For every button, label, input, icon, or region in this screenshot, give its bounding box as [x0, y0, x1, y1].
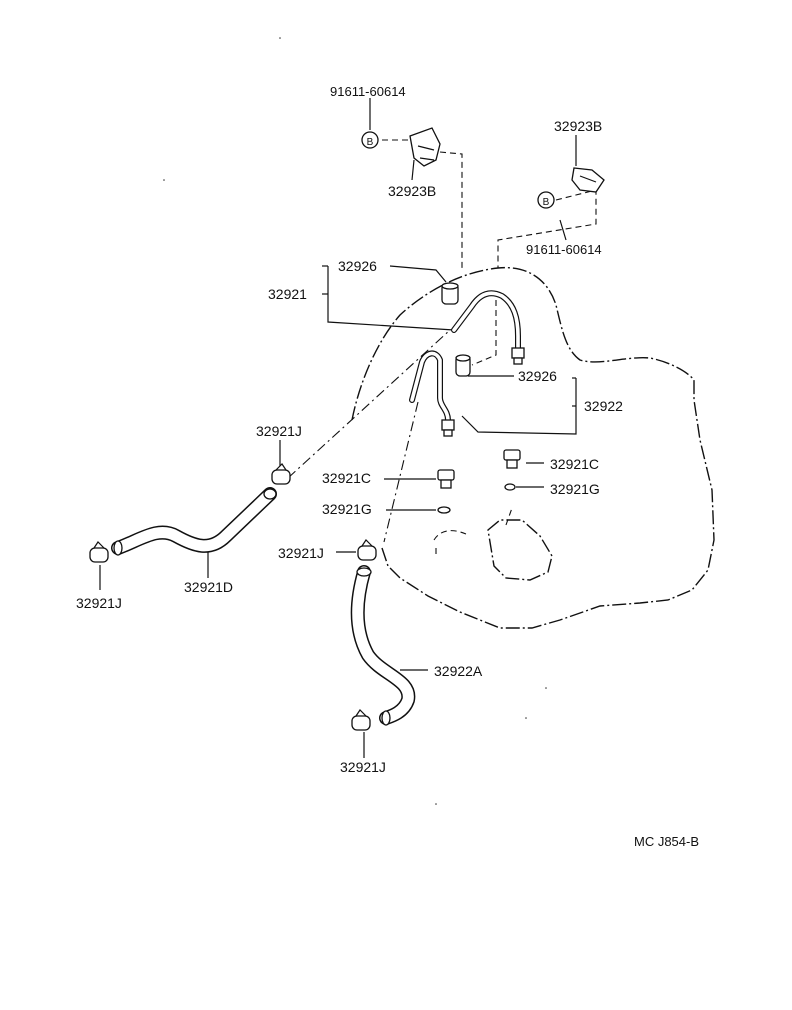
case-inner-boss — [487, 519, 553, 581]
leader-lines — [99, 98, 597, 758]
label-bolt-top-left: 91611-60614 — [330, 84, 406, 99]
grommet-32926-lower — [455, 354, 471, 377]
label-clip-bottom: 32921J — [340, 759, 386, 775]
label-clip-upper-left: 32921J — [256, 423, 302, 439]
gasket-32921G-right — [504, 483, 516, 491]
hose-32922A — [350, 565, 416, 726]
bolt-marker-top-left: B — [361, 131, 379, 149]
pipe-32921 — [451, 290, 525, 365]
label-bolt-right: 91611-60614 — [526, 242, 602, 257]
pipe-32922 — [409, 350, 455, 437]
label-clamp-top-right: 32923B — [554, 118, 602, 134]
grommet-32926-upper — [441, 282, 459, 305]
label-clamp-top-left: 32923B — [388, 183, 436, 199]
scan-specks — [163, 37, 547, 805]
marker-letter: B — [543, 197, 550, 208]
part-labels: 91611-60614 32923B 32923B 91611-60614 32… — [76, 84, 699, 849]
transaxle-case-outline — [351, 266, 715, 629]
bolt-marker-right: B — [537, 191, 555, 209]
clip-32921J-bottom — [351, 709, 371, 731]
clip-32921J-far-left — [89, 541, 109, 563]
clip-32921J-center — [357, 539, 377, 561]
label-gasket-left: 32921G — [322, 501, 372, 517]
label-clip-center: 32921J — [278, 545, 324, 561]
gasket-32921G-left — [437, 506, 451, 514]
label-union-left: 32921C — [322, 470, 371, 486]
union-32921C-right — [503, 449, 521, 469]
union-32921C-left — [437, 469, 455, 489]
label-hose-left: 32921D — [184, 579, 233, 595]
label-diagram-code: MC J854-B — [634, 834, 699, 849]
label-hose-bottom: 32922A — [434, 663, 483, 679]
hose-32921D — [111, 487, 277, 556]
label-pipe-assy-lower: 32922 — [584, 398, 623, 414]
label-pipe-assy-upper: 32921 — [268, 286, 307, 302]
label-clip-far-left: 32921J — [76, 595, 122, 611]
clip-32921J-upper-left — [271, 463, 291, 485]
clamp-32923B-right — [571, 167, 605, 193]
label-grommet-lower: 32926 — [518, 368, 557, 384]
marker-letter: B — [367, 137, 374, 148]
label-union-right: 32921C — [550, 456, 599, 472]
label-gasket-right: 32921G — [550, 481, 600, 497]
clamp-32923B-left — [409, 127, 441, 167]
label-grommet-upper: 32926 — [338, 258, 377, 274]
